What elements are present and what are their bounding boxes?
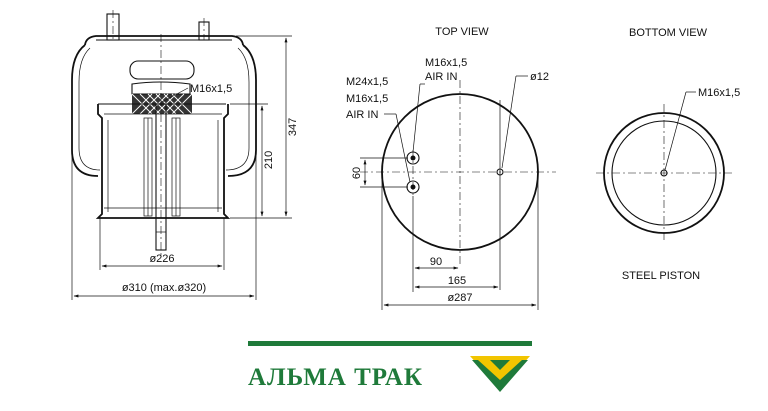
- chevron-logo-icon: [470, 356, 530, 392]
- bottom-view: BOTTOM VIEW M16x1,5 STEEL PISTON: [596, 27, 740, 282]
- air-in-label-2: AIR IN: [346, 109, 378, 121]
- bottom-thread-label: M16x1,5: [698, 87, 740, 99]
- top-view: TOP VIEW M16x1,5 AIR IN M24x1,5 M16x1,5 …: [346, 26, 556, 310]
- stud-thread: M24x1,5: [346, 76, 388, 88]
- air-in-thread-2: M16x1,5: [346, 93, 388, 105]
- bellow-diameter: ø310 (max.ø320): [122, 282, 206, 294]
- side-view: M16x1,5 210 347 ø226 ø310 (max.ø320): [71, 10, 299, 300]
- dim-90: 90: [430, 256, 442, 268]
- air-in-label-1: AIR IN: [425, 71, 457, 83]
- brand-bar: [248, 341, 532, 346]
- bottom-view-title: BOTTOM VIEW: [629, 27, 708, 39]
- top-view-title: TOP VIEW: [435, 26, 489, 38]
- air-in-thread-1: M16x1,5: [425, 57, 467, 69]
- side-thread-label: M16x1,5: [190, 83, 232, 95]
- piston-caption: STEEL PISTON: [622, 270, 700, 282]
- diameter-dimensions: ø226 ø310 (max.ø320): [71, 150, 257, 300]
- top-plate: [84, 10, 244, 46]
- center-bolt: [155, 34, 167, 256]
- piston: [95, 103, 231, 219]
- height-piston: 210: [263, 151, 275, 169]
- piston-diameter: ø226: [149, 253, 174, 265]
- height-total: 347: [287, 118, 299, 136]
- brand-name: АЛЬМА ТРАК: [248, 364, 423, 391]
- dim-60: 60: [351, 167, 363, 179]
- brand-logo: АЛЬМА ТРАК: [248, 341, 532, 392]
- plate-diameter: ø287: [447, 292, 472, 304]
- dim-165: 165: [448, 275, 466, 287]
- buffer-block: [131, 81, 193, 115]
- buffer-cap: [129, 60, 195, 80]
- hole-diameter: ø12: [530, 71, 549, 83]
- height-dimensions: 210 347: [230, 35, 299, 219]
- bellow: [71, 44, 257, 177]
